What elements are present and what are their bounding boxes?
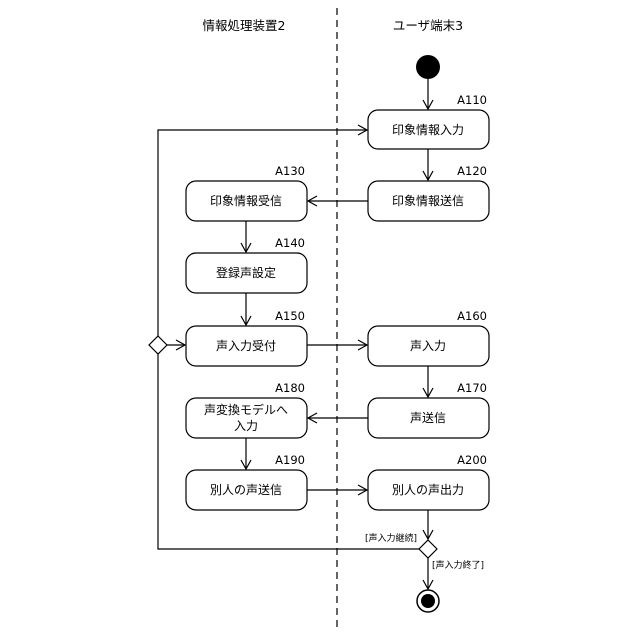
guard-end: [声入力終了] — [432, 559, 484, 571]
final-node — [417, 590, 439, 612]
activity-a170-label: 声送信 — [410, 410, 446, 425]
activity-a130-id: A130 — [275, 164, 305, 178]
edge-merge-a110 — [158, 130, 367, 336]
guard-continue: [声入力継続] — [365, 532, 417, 544]
activity-a120-label: 印象情報送信 — [392, 193, 464, 208]
activity-a180-id: A180 — [275, 381, 305, 395]
activity-a160: 声入力 A160 — [368, 309, 489, 366]
merge-node — [149, 336, 167, 354]
activity-a200-id: A200 — [457, 453, 487, 467]
activity-a180-label-line2: 入力 — [234, 419, 258, 433]
activity-a150-label: 声入力受付 — [216, 339, 276, 353]
activity-a200: 別人の声出力 A200 — [368, 453, 489, 510]
decision-node — [419, 540, 437, 558]
activity-a160-id: A160 — [457, 309, 487, 323]
activity-a110-id: A110 — [457, 93, 487, 107]
activity-a150-id: A150 — [275, 309, 305, 323]
activity-a180-label-line1: 声変換モデルへ — [204, 402, 288, 417]
initial-node — [416, 55, 440, 79]
activity-a170-id: A170 — [457, 381, 487, 395]
activity-a110-label: 印象情報入力 — [392, 123, 464, 137]
lane-header-right: ユーザ端末3 — [393, 18, 463, 33]
activity-a120-id: A120 — [457, 164, 487, 178]
activity-a190-label: 別人の声送信 — [210, 482, 282, 497]
lane-header-left: 情報処理装置2 — [203, 18, 286, 33]
activity-a180: 声変換モデルへ 入力 A180 — [186, 381, 307, 438]
activity-a130: 印象情報受信 A130 — [186, 164, 307, 221]
activity-a130-label: 印象情報受信 — [210, 194, 282, 208]
activity-a190-id: A190 — [275, 453, 305, 467]
activity-a200-label: 別人の声出力 — [392, 483, 464, 497]
activity-a140-id: A140 — [275, 236, 305, 250]
activity-a160-label: 声入力 — [410, 339, 446, 353]
activity-a140-label: 登録声設定 — [216, 265, 276, 280]
